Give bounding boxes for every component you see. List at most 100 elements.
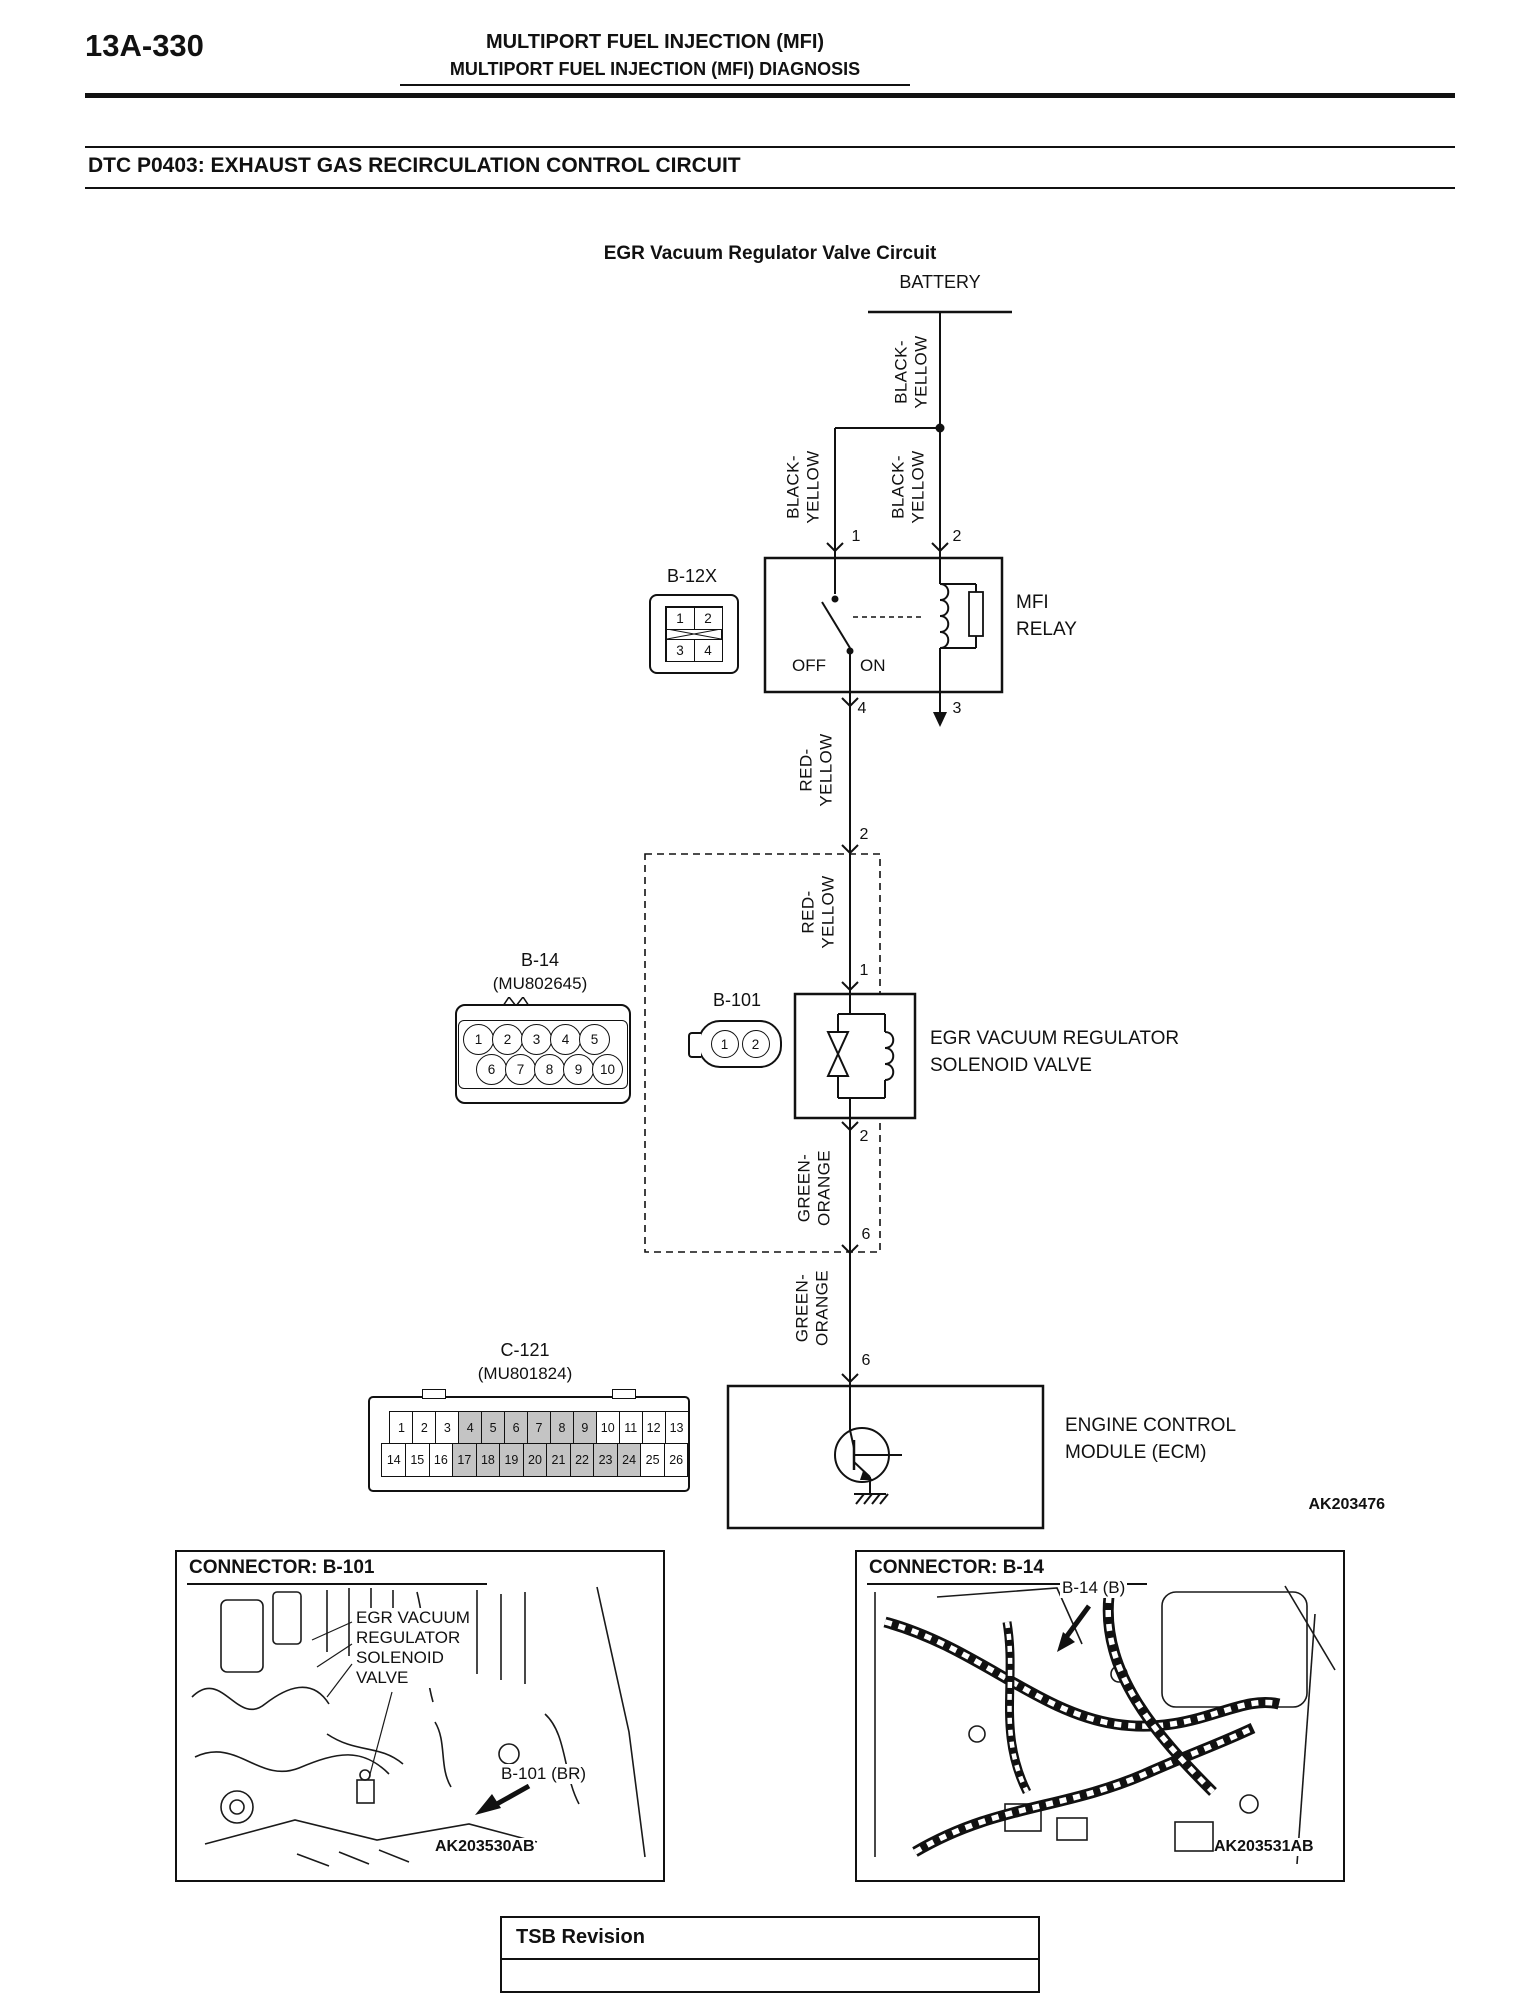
connector-pin: 2 [492,1023,523,1055]
solenoid-pin-out: 2 [859,1128,869,1145]
connector-pin: 1 [389,1410,414,1445]
connector-pin: 12 [641,1410,666,1445]
tsb-revision-label: TSB Revision [516,1926,645,1948]
connector-pin: 6 [476,1053,507,1085]
photo-title-underline [867,1583,1147,1585]
page-number: 13A-330 [85,28,204,63]
connector-pin: 4 [693,638,723,662]
connector-pin: 1 [665,606,695,630]
connector-pin: 20 [522,1443,548,1478]
connector-pin: 2 [693,606,723,630]
tsb-divider [502,1958,1038,1960]
relay-label: MFI RELAY [1016,592,1077,640]
connector-pin: 9 [572,1410,597,1445]
dtc-rule-top [85,146,1455,148]
pin-chevrons [826,542,949,1384]
connector-pin: 3 [521,1023,552,1055]
ecm-pin-in: 6 [861,1352,871,1369]
photo-connector-b101: CONNECTOR: B-101 EGR VACUUM REGULATOR SO… [175,1550,665,1882]
solenoid-pin-in: 1 [859,962,869,979]
connector-pin: 3 [435,1410,460,1445]
connector-pin: 14 [381,1443,407,1478]
photo-title-underline [187,1583,487,1585]
ecm-label: ENGINE CONTROL MODULE (ECM) [1065,1415,1237,1463]
connector-id-b14: B-14 [520,950,560,970]
connector-pin: 5 [481,1410,506,1445]
dtc-title: DTC P0403: EXHAUST GAS RECIRCULATION CON… [88,154,741,177]
connector-pin: 13 [664,1410,689,1445]
connector-pin: 19 [499,1443,524,1478]
photo-connector-b14: CONNECTOR: B-14 B-14 (B) AK203531AB [855,1550,1345,1882]
connector-pin: 8 [549,1410,574,1445]
connector-id-c121: C-121 [500,1340,550,1360]
egr-solenoid-symbol [793,992,917,1120]
relay-pin-2: 2 [952,528,962,545]
connector-pin: 18 [475,1443,501,1478]
connector-pin: 2 [741,1030,770,1058]
connector-tab [612,1389,636,1399]
b101-location-tag: B-101 (BR) [499,1764,589,1784]
connector-tab [422,1389,446,1399]
photo-title: CONNECTOR: B-101 [189,1557,383,1579]
schematic-figure-number: AK203476 [1308,1496,1386,1513]
header-title: MULTIPORT FUEL INJECTION (MFI) [485,31,825,53]
connector-pin: 21 [546,1443,571,1478]
header-subtitle: MULTIPORT FUEL INJECTION (MFI) DIAGNOSIS [449,59,861,79]
circuit-wires [849,692,941,1386]
battery-label: BATTERY [899,272,981,292]
relay-state-off: OFF [792,656,826,675]
connector-tab [688,1032,701,1058]
connector-pin: 4 [550,1023,581,1055]
connector-pin: 2 [412,1410,437,1445]
connector-pin: 10 [592,1053,623,1085]
b12x-key-band [666,629,722,639]
wire-label-black-yellow-3: BLACK- YELLOW [888,450,927,524]
connector-id-b12x: B-12X [666,566,718,586]
wire-label-red-yellow-2: RED- YELLOW [798,875,837,949]
egr-valve-callout: EGR VACUUM REGULATOR SOLENOID VALVE [354,1608,472,1688]
connector-id-b101: B-101 [712,990,762,1010]
relay-pin-1: 1 [851,528,861,545]
photo-title: CONNECTOR: B-14 [869,1557,1052,1579]
connector-pin: 8 [534,1053,565,1085]
b14-pointer-arrow [1057,1604,1092,1652]
solenoid-label: EGR VACUUM REGULATOR SOLENOID VALVE [930,1028,1180,1076]
connector-pin: 11 [618,1410,643,1445]
connector-pin: 1 [710,1030,739,1058]
connector-pin: 6 [504,1410,529,1445]
junction-pin-lower: 6 [861,1226,871,1243]
callout-leader-lines [311,1621,393,1779]
relay-state-on: ON [860,656,886,675]
taped-harness-cables [883,1595,1281,1857]
junction-pin-upper: 2 [859,826,869,843]
wire-label-black-yellow-2: BLACK- YELLOW [783,450,822,524]
connector-pin: 17 [452,1443,477,1478]
connector-part-b14: (MU802645) [492,974,588,993]
wire-label-green-orange-2: GREEN- ORANGE [792,1269,831,1347]
wire-label-black-yellow-1: BLACK- YELLOW [891,335,930,409]
relay-pin-3: 3 [952,700,962,717]
dtc-rule-bottom [85,187,1455,189]
connector-pin: 10 [595,1410,620,1445]
harness-line-art [874,1585,1336,1865]
connector-pin: 23 [593,1443,618,1478]
connector-pin: 9 [563,1053,594,1085]
connector-pin: 24 [616,1443,642,1478]
connector-pin: 1 [463,1023,494,1055]
ecm-symbol [726,1384,1045,1530]
photo-figure-number: AK203530AB [435,1838,535,1856]
connector-pin: 16 [428,1443,454,1478]
wire-label-green-orange-1: GREEN- ORANGE [794,1149,833,1227]
